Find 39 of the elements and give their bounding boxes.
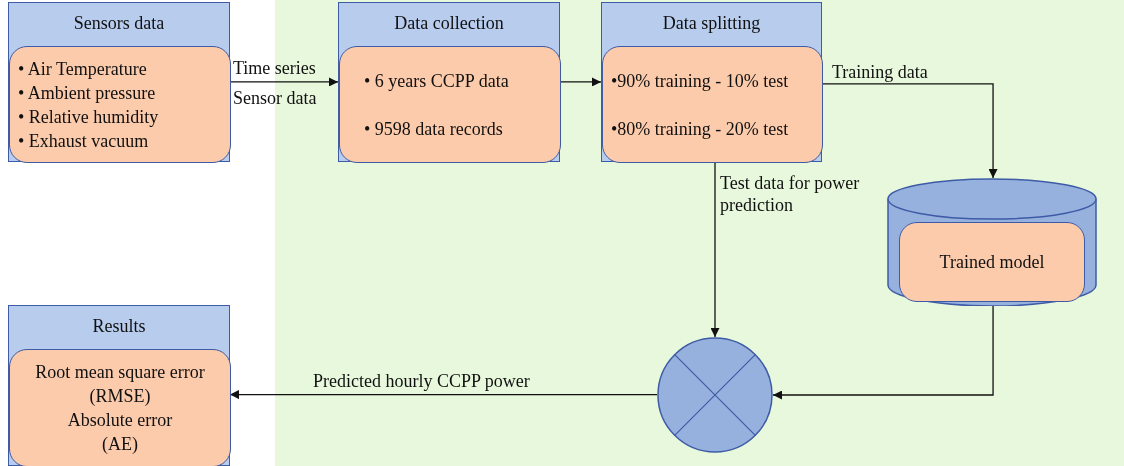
edge-label: Time series [233, 57, 316, 79]
box-text: Root mean square error [34, 361, 206, 384]
content-box [899, 222, 1085, 302]
box-text: (RMSE) [88, 385, 152, 408]
edge-label: Test data for power prediction [720, 172, 861, 216]
edge-label: Training data [832, 61, 928, 83]
arrow [821, 83, 998, 179]
arrow [772, 305, 994, 400]
bullet-item: •90% training - 10% test [610, 69, 790, 93]
box-heading: Sensors data [72, 13, 166, 34]
content-box [602, 46, 823, 163]
box-text: (AE) [101, 433, 139, 456]
bullet-item: • 9598 data records [363, 117, 504, 141]
line-label: Sensor data [233, 87, 317, 109]
content-box [9, 46, 231, 163]
box-text: Trained model [938, 251, 1046, 274]
content-box [339, 46, 561, 163]
box-heading: Results [91, 316, 147, 337]
box-heading: Data splitting [661, 13, 762, 34]
panel [8, 2, 230, 162]
bullet-item: •80% training - 20% test [610, 117, 790, 141]
box-heading: Data collection [393, 13, 505, 34]
bullet-item: • Exhaust vacuum [17, 129, 150, 153]
crossed-circle [657, 337, 773, 453]
arrow [229, 77, 339, 87]
bullet-item: • 6 years CCPP data [363, 69, 510, 93]
box-text: Absolute error [66, 409, 174, 432]
bullet-item: • Ambient pressure [17, 81, 157, 105]
bullet-item: • Air Temperature [17, 57, 148, 81]
bullet-item: • Relative humidity [17, 105, 160, 129]
cylinder [887, 178, 1097, 306]
arrow [710, 161, 720, 338]
arrow [229, 390, 658, 400]
panel [8, 305, 230, 466]
edge-label: Predicted hourly CCPP power [313, 370, 530, 392]
panel [338, 2, 560, 162]
arrow [559, 77, 602, 87]
content-box [9, 349, 231, 466]
panel [601, 2, 822, 162]
